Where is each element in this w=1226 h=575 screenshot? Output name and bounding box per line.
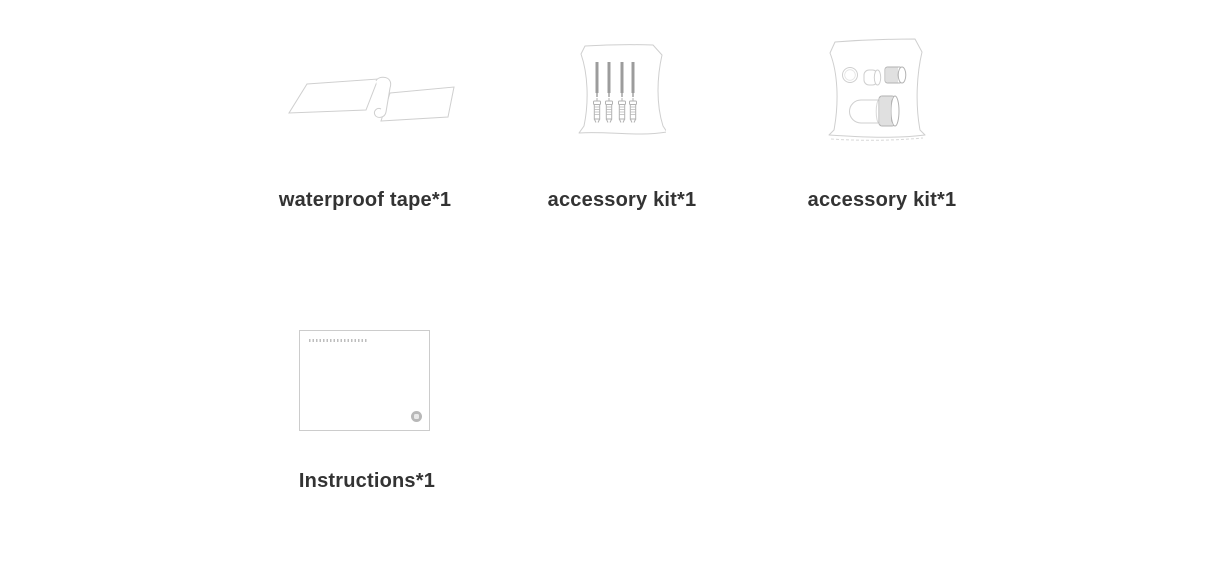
mi-logo-icon xyxy=(411,411,422,422)
package-item-waterproof-tape: waterproof tape*1 xyxy=(245,70,485,220)
cable-gland xyxy=(849,95,900,127)
gland-body xyxy=(849,99,880,124)
manual-title-microtext xyxy=(309,339,367,342)
rubber-sleeve xyxy=(863,69,882,86)
screw-anchor-kit-illustration xyxy=(578,42,668,138)
item-label: accessory kit*1 xyxy=(547,189,697,211)
package-item-accessory-kit-screws: accessory kit*1 xyxy=(520,40,724,220)
item-label: waterproof tape*1 xyxy=(278,189,452,211)
cable-gland-bag-icon xyxy=(828,38,926,141)
tape-roll xyxy=(374,76,392,118)
screws-anchors-bag-icon xyxy=(578,44,668,135)
wall-anchors-group xyxy=(593,98,637,123)
connector-kit-illustration xyxy=(827,38,927,148)
instruction-manual-illustration xyxy=(299,330,430,431)
o-ring-inner xyxy=(844,69,856,81)
knurled-nut xyxy=(884,66,907,84)
knurl-texture xyxy=(886,67,898,83)
bag-bottom-seam xyxy=(830,137,924,141)
tape-left-sheet xyxy=(288,78,379,114)
waterproof-tape-icon xyxy=(288,76,455,122)
screws-group xyxy=(595,62,635,97)
package-item-instructions: Instructions*1 xyxy=(265,330,469,510)
package-item-accessory-kit-connectors: accessory kit*1 xyxy=(780,36,984,216)
mi-logo-mark xyxy=(414,414,419,419)
waterproof-tape-illustration xyxy=(285,76,457,124)
item-label: accessory kit*1 xyxy=(807,189,957,211)
item-label: Instructions*1 xyxy=(298,470,436,492)
tape-right-sheet xyxy=(380,86,455,122)
